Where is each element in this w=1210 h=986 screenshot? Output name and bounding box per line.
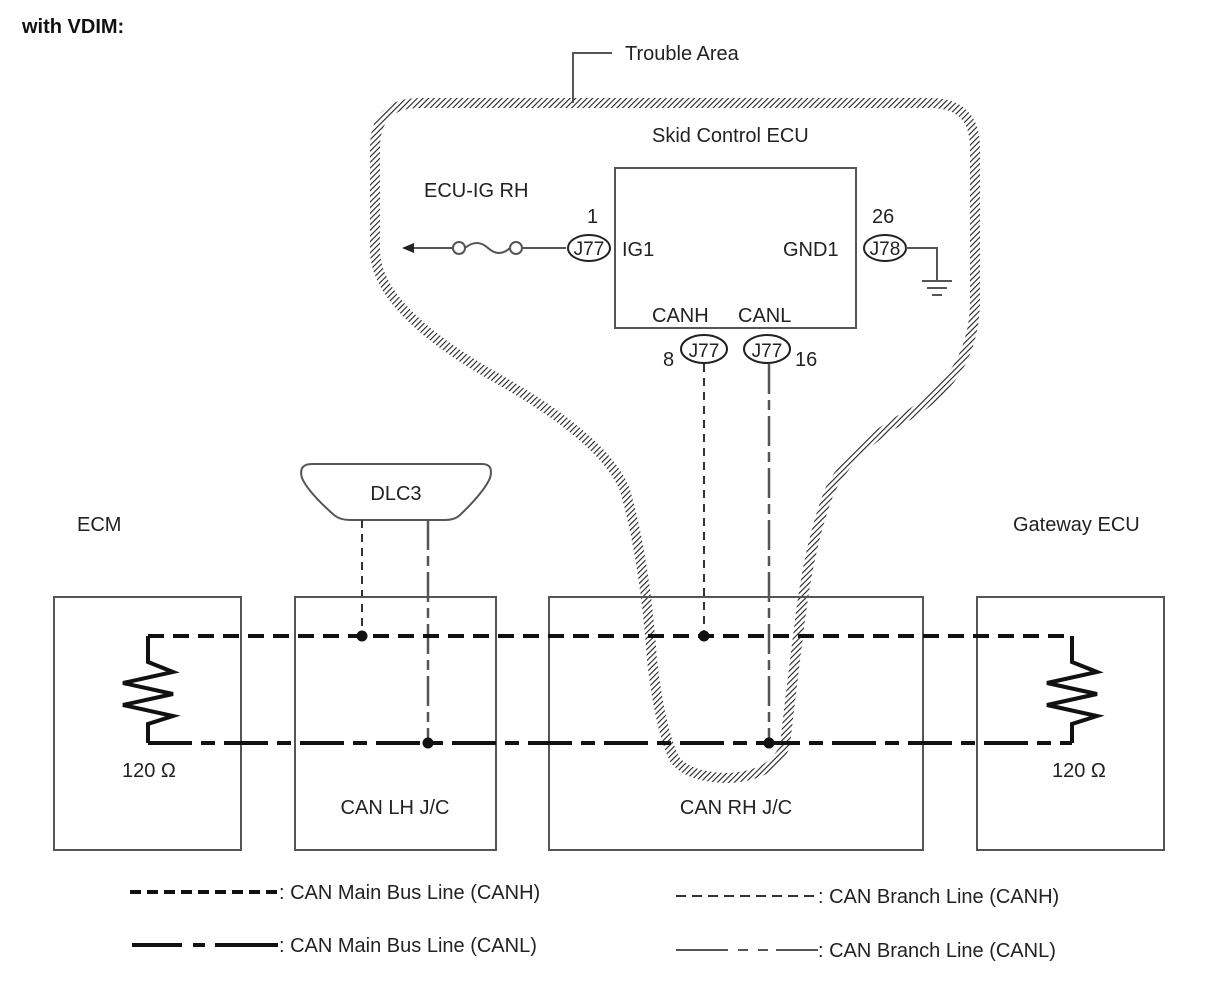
canl-pin-label: CANL bbox=[738, 305, 791, 327]
legend-item-branch-canh: : CAN Branch Line (CANH) bbox=[676, 886, 1059, 908]
ecm-resistor-value: 120 Ω bbox=[122, 760, 176, 782]
canh-pin-label: CANH bbox=[652, 305, 709, 327]
gateway-resistor-icon bbox=[1046, 636, 1105, 743]
canh-connector: J77 bbox=[680, 334, 728, 364]
svg-text:: CAN Branch Line (CANH): : CAN Branch Line (CANH) bbox=[818, 886, 1059, 908]
gateway-ecu-title: Gateway ECU bbox=[1013, 514, 1140, 536]
trouble-area-leader bbox=[572, 52, 612, 103]
gateway-resistor-value: 120 Ω bbox=[1052, 760, 1106, 782]
ig1-connector: J77 bbox=[567, 234, 611, 262]
fuse-icon bbox=[402, 241, 566, 255]
can-rh-jc-title: CAN RH J/C bbox=[680, 797, 792, 819]
legend-item-main-canh: : CAN Main Bus Line (CANH) bbox=[130, 882, 540, 904]
can-lh-jc-box bbox=[294, 596, 497, 851]
svg-text:J77: J77 bbox=[574, 239, 605, 260]
ig1-pin-label: IG1 bbox=[622, 239, 654, 261]
skid-control-ecu-title: Skid Control ECU bbox=[652, 125, 809, 147]
svg-text:J78: J78 bbox=[870, 239, 901, 260]
dlc3-label: DLC3 bbox=[370, 483, 421, 505]
legend-item-branch-canl: : CAN Branch Line (CANL) bbox=[676, 940, 1056, 962]
skid-control-ecu-box bbox=[614, 167, 857, 329]
svg-text:: CAN Main Bus Line (CANH): : CAN Main Bus Line (CANH) bbox=[279, 882, 540, 904]
can-rh-jc-box bbox=[548, 596, 924, 851]
svg-text:: CAN Branch Line (CANL): : CAN Branch Line (CANL) bbox=[818, 940, 1056, 962]
trouble-area-outline bbox=[370, 98, 980, 784]
fuse-label: ECU-IG RH bbox=[424, 180, 528, 202]
ground-icon bbox=[906, 247, 952, 296]
svg-text:: CAN Main Bus Line (CANL): : CAN Main Bus Line (CANL) bbox=[279, 935, 537, 957]
diagram-title: with VDIM: bbox=[21, 16, 124, 38]
canl-connector: J77 bbox=[743, 334, 791, 364]
junction-dot bbox=[356, 630, 368, 642]
can-lh-jc-title: CAN LH J/C bbox=[341, 797, 450, 819]
legend: : CAN Main Bus Line (CANH) : CAN Main Bu… bbox=[130, 882, 1059, 962]
junction-dot bbox=[698, 630, 710, 642]
ecm-resistor-icon bbox=[122, 636, 181, 743]
canl-pin-number: 16 bbox=[795, 349, 817, 371]
junction-dot bbox=[422, 737, 434, 749]
svg-text:J77: J77 bbox=[689, 341, 720, 362]
ecm-title: ECM bbox=[77, 514, 121, 536]
gnd1-pin-number: 26 bbox=[872, 206, 894, 228]
dlc3-connector: DLC3 bbox=[300, 463, 492, 521]
gnd1-connector: J78 bbox=[863, 234, 907, 262]
legend-item-main-canl: : CAN Main Bus Line (CANL) bbox=[132, 935, 537, 957]
ecm-box bbox=[53, 596, 242, 851]
gnd1-pin-label: GND1 bbox=[783, 239, 839, 261]
trouble-area-label: Trouble Area bbox=[625, 43, 740, 65]
gateway-ecu-box bbox=[976, 596, 1165, 851]
junction-dot bbox=[763, 737, 775, 749]
canh-pin-number: 8 bbox=[663, 349, 674, 371]
svg-text:J77: J77 bbox=[752, 341, 783, 362]
ig1-pin-number: 1 bbox=[587, 206, 598, 228]
